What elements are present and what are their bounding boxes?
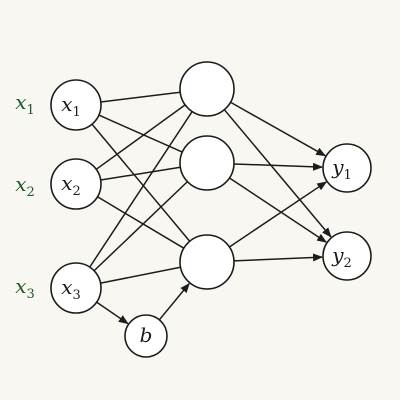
input-node-1-circle xyxy=(50,79,102,131)
edge-x2-h3 xyxy=(97,196,185,249)
input-node-2-circle xyxy=(50,158,102,210)
edge-x2-h2 xyxy=(100,166,181,181)
nodes-layer: x1 x2 x3 y1 y2 b xyxy=(50,61,372,358)
input-node-3: x3 xyxy=(50,262,102,314)
input-node-1: x1 xyxy=(50,79,102,131)
edge-bias-h3 xyxy=(158,282,190,321)
hidden-node-2-circle xyxy=(179,135,235,191)
input-label-1: x1 xyxy=(15,90,35,118)
input-node-1-label: x1 xyxy=(61,92,81,120)
edge-x3-h1 xyxy=(89,111,193,268)
edge-h2-y1 xyxy=(233,162,324,171)
input-label-2: x2 xyxy=(15,172,35,200)
hidden-node-1-circle xyxy=(179,61,235,117)
edge-h2-y2 xyxy=(229,177,328,243)
hidden-node-1 xyxy=(179,61,235,117)
edge-x1-h2 xyxy=(98,114,183,153)
edge-x3-h2 xyxy=(93,181,188,272)
input-node-3-circle xyxy=(50,262,102,314)
edge-h3-y2 xyxy=(233,253,324,262)
hidden-node-3 xyxy=(179,234,235,290)
input-node-3-label: x3 xyxy=(61,275,81,303)
bias-node-circle xyxy=(124,314,168,358)
output-node-1: y1 xyxy=(322,143,372,193)
output-node-1-circle xyxy=(322,143,372,193)
input-node-2-label: x2 xyxy=(61,171,81,199)
hidden-node-3-circle xyxy=(179,234,235,290)
edge-h1-y1 xyxy=(230,101,327,157)
output-node-2-label: y2 xyxy=(331,243,352,271)
input-node-2: x2 xyxy=(50,158,102,210)
edge-x3-bias xyxy=(96,301,129,325)
edges-layer xyxy=(89,91,332,325)
hidden-node-2 xyxy=(179,135,235,191)
edge-x2-h1 xyxy=(95,104,186,170)
output-node-1-label: y1 xyxy=(331,155,352,183)
labels-layer: x1 x2 x3 xyxy=(15,90,35,302)
bias-node-label: b xyxy=(140,323,153,347)
input-label-3: x3 xyxy=(15,274,35,302)
edge-x1-h1 xyxy=(100,91,181,103)
edge-h3-y1 xyxy=(228,181,328,248)
edge-x3-h3 xyxy=(100,266,181,284)
edge-x1-h3 xyxy=(91,123,191,242)
bias-node: b xyxy=(124,314,168,358)
output-node-2-circle xyxy=(322,231,372,281)
edge-h1-y2 xyxy=(223,109,332,238)
output-node-2: y2 xyxy=(322,231,372,281)
